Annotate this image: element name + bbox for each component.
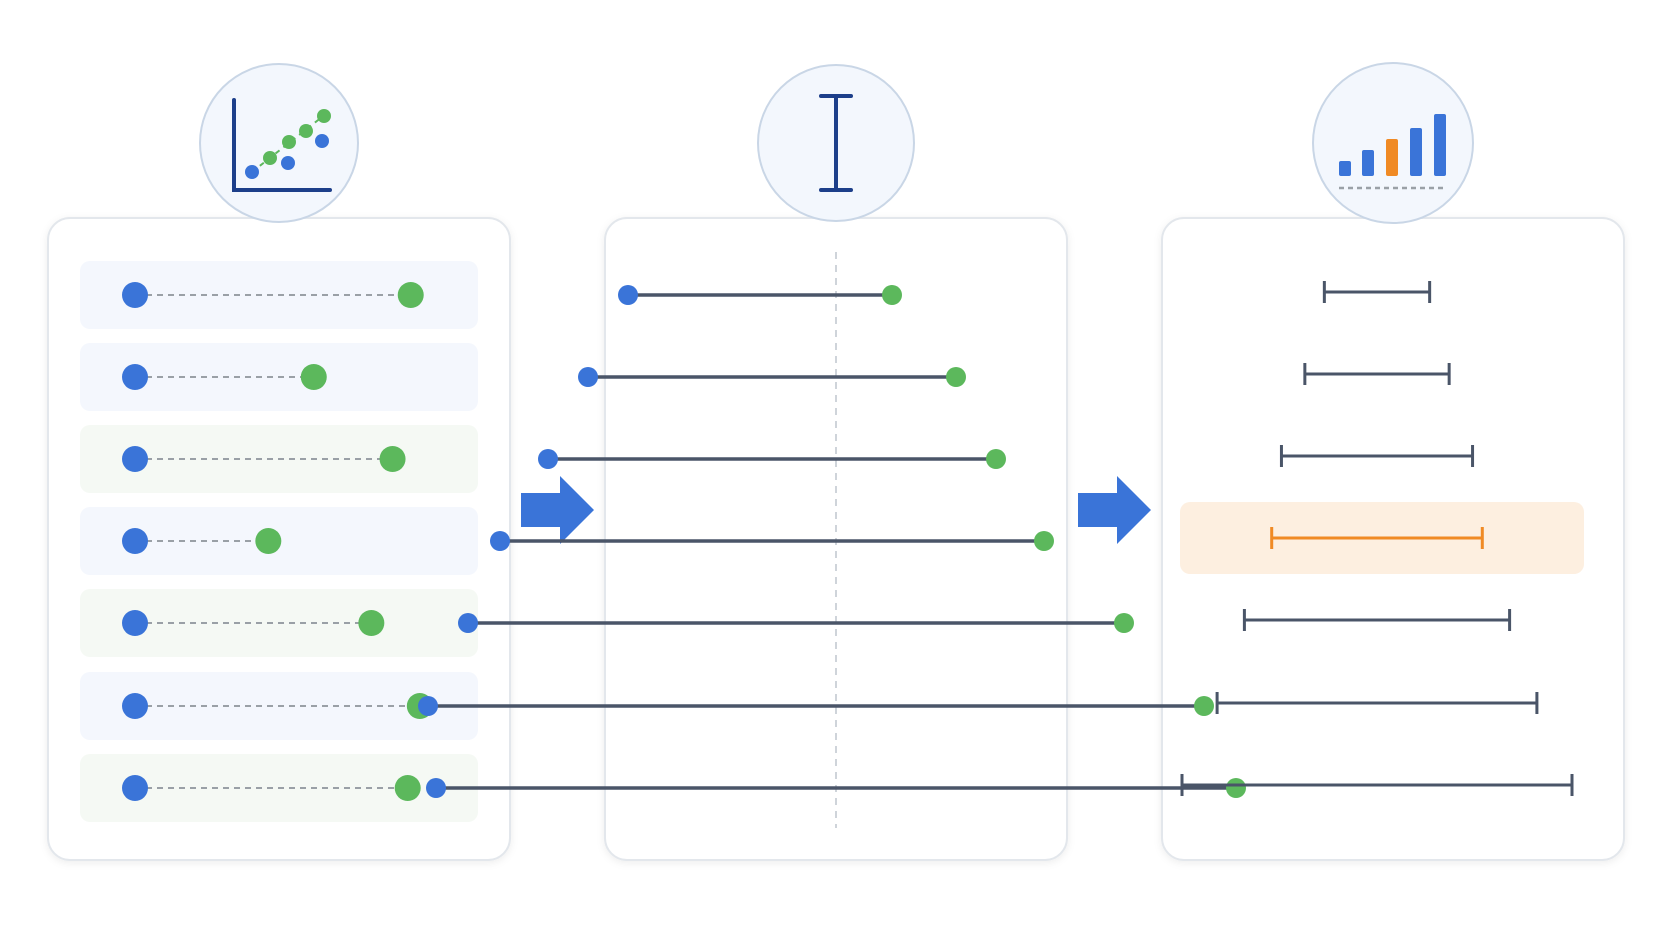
green-point [255,528,282,554]
green-point [394,775,421,801]
blue-point [122,693,148,719]
panel3-intervals [1180,281,1584,796]
scatter-plot-icon [232,98,332,192]
bar-chart-icon [1339,114,1446,190]
upper-bound-point [882,285,902,305]
panel1-rows [80,261,478,822]
green-point [397,282,424,308]
blue-point [122,282,148,308]
upper-bound-point [1034,531,1054,551]
arrow-right-icon [1078,476,1151,544]
arrow-right-icon [521,476,594,544]
panel2-intervals [418,252,1246,828]
upper-bound-point [986,449,1006,469]
green-point [300,364,327,390]
upper-bound-point [946,367,966,387]
upper-bound-point [1226,778,1246,798]
lower-bound-point [618,285,638,305]
lower-bound-point [490,531,510,551]
interval-i-beam-icon [819,94,853,192]
lower-bound-point [458,613,478,633]
lower-bound-point [538,449,558,469]
green-point [358,610,385,636]
blue-point [122,528,148,554]
blue-point [122,775,148,801]
upper-bound-point [1194,696,1214,716]
blue-point [122,446,148,472]
icon-circle [199,63,359,223]
lower-bound-point [418,696,438,716]
blue-point [122,364,148,390]
upper-bound-point [1114,613,1134,633]
blue-point [122,610,148,636]
lower-bound-point [578,367,598,387]
lower-bound-point [426,778,446,798]
green-point [379,446,406,472]
